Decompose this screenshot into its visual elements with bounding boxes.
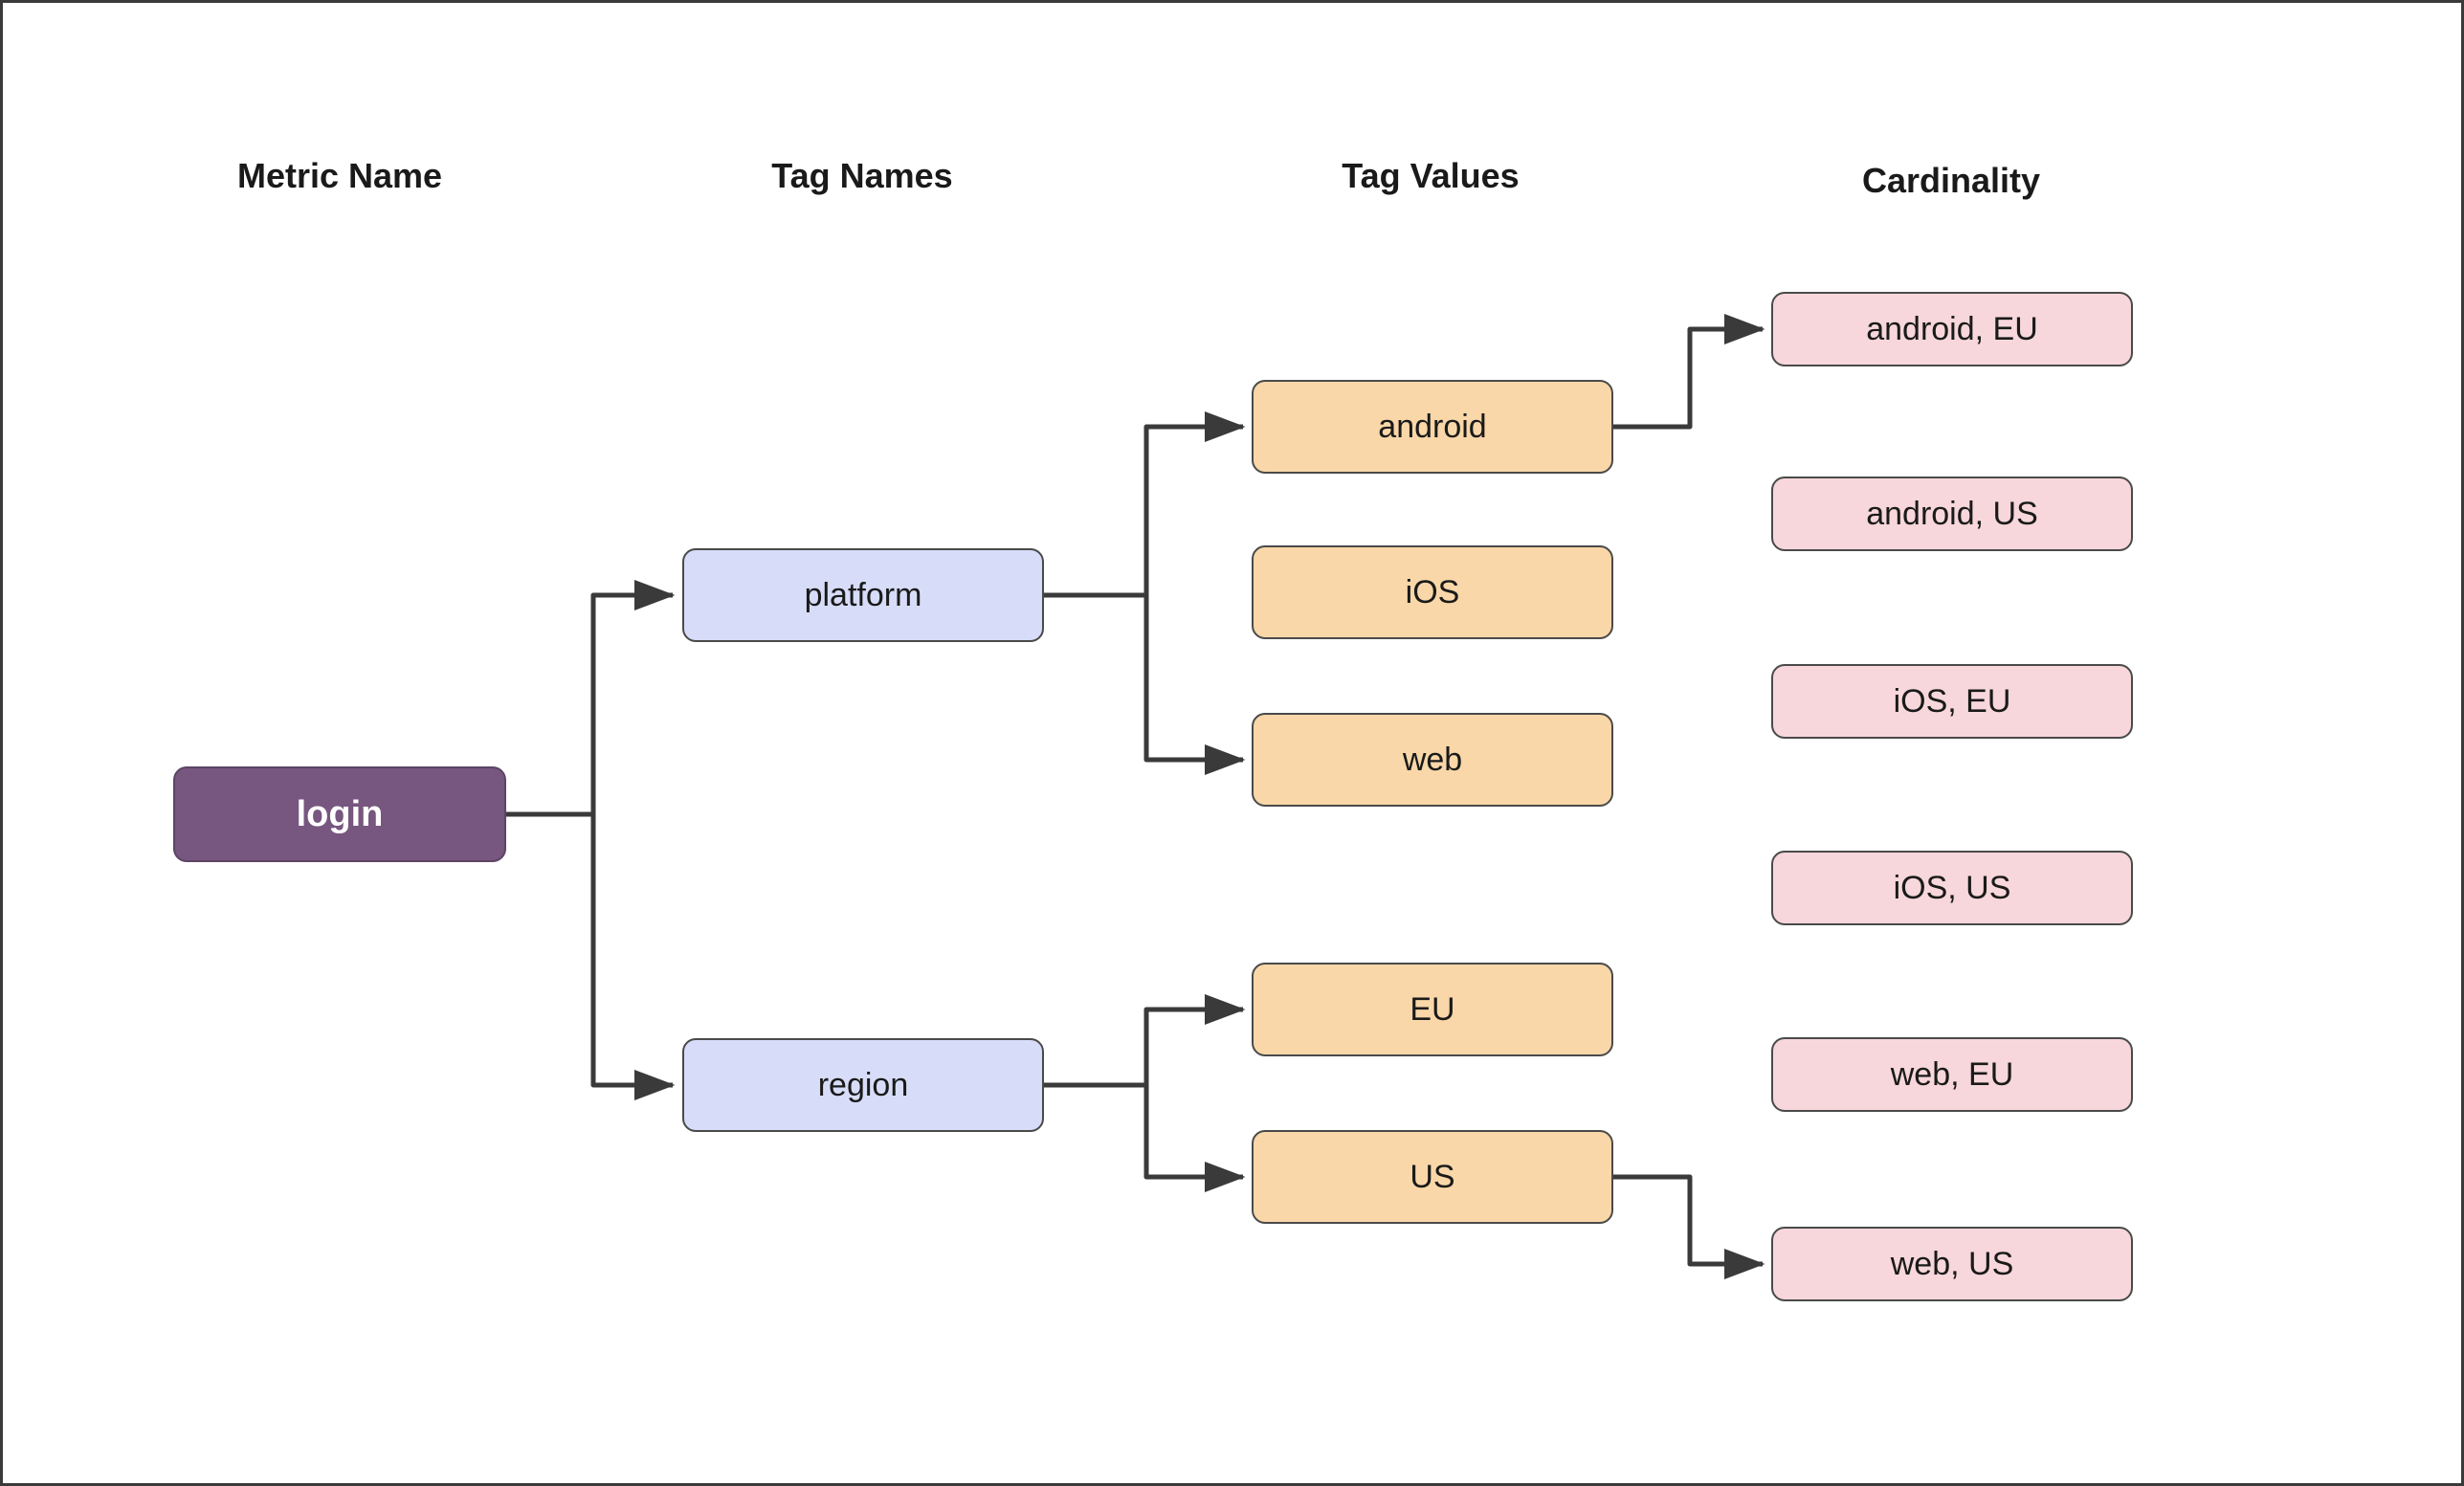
node-metric-login[interactable]: login [173,766,506,862]
node-tagname-platform[interactable]: platform [682,548,1044,642]
node-cardinality-web-us[interactable]: web, US [1771,1227,2133,1301]
node-tagvalue-us[interactable]: US [1252,1130,1613,1224]
node-tagvalue-web[interactable]: web [1252,713,1613,807]
edge-platform-to-web [1143,595,1246,775]
column-header-tag-names: Tag Names [771,156,953,195]
node-cardinality-ios-eu[interactable]: iOS, EU [1771,664,2133,739]
edge-login-to-region [590,814,676,1100]
column-header-metric-name: Metric Name [236,156,443,195]
node-cardinality-ios-us[interactable]: iOS, US [1771,851,2133,925]
edge-region-to-us [1143,1085,1246,1192]
node-cardinality-android-eu[interactable]: android, EU [1771,292,2133,366]
node-tagvalue-ios[interactable]: iOS [1252,545,1613,639]
node-cardinality-web-eu[interactable]: web, EU [1771,1037,2133,1112]
edge-platform-to-android [1044,410,1246,598]
node-tagname-region[interactable]: region [682,1038,1044,1132]
node-tagvalue-eu[interactable]: EU [1252,963,1613,1056]
node-cardinality-android-us[interactable]: android, US [1771,477,2133,551]
node-tagvalue-android[interactable]: android [1252,380,1613,474]
column-header-tag-values: Tag Values [1342,156,1520,195]
edge-login-to-platform [506,579,676,817]
edge-us-to-web-us [1613,1174,1765,1279]
column-header-cardinality: Cardinality [1861,161,2041,200]
edge-region-to-eu [1044,993,1246,1088]
edge-android-to-android-eu [1613,313,1765,430]
